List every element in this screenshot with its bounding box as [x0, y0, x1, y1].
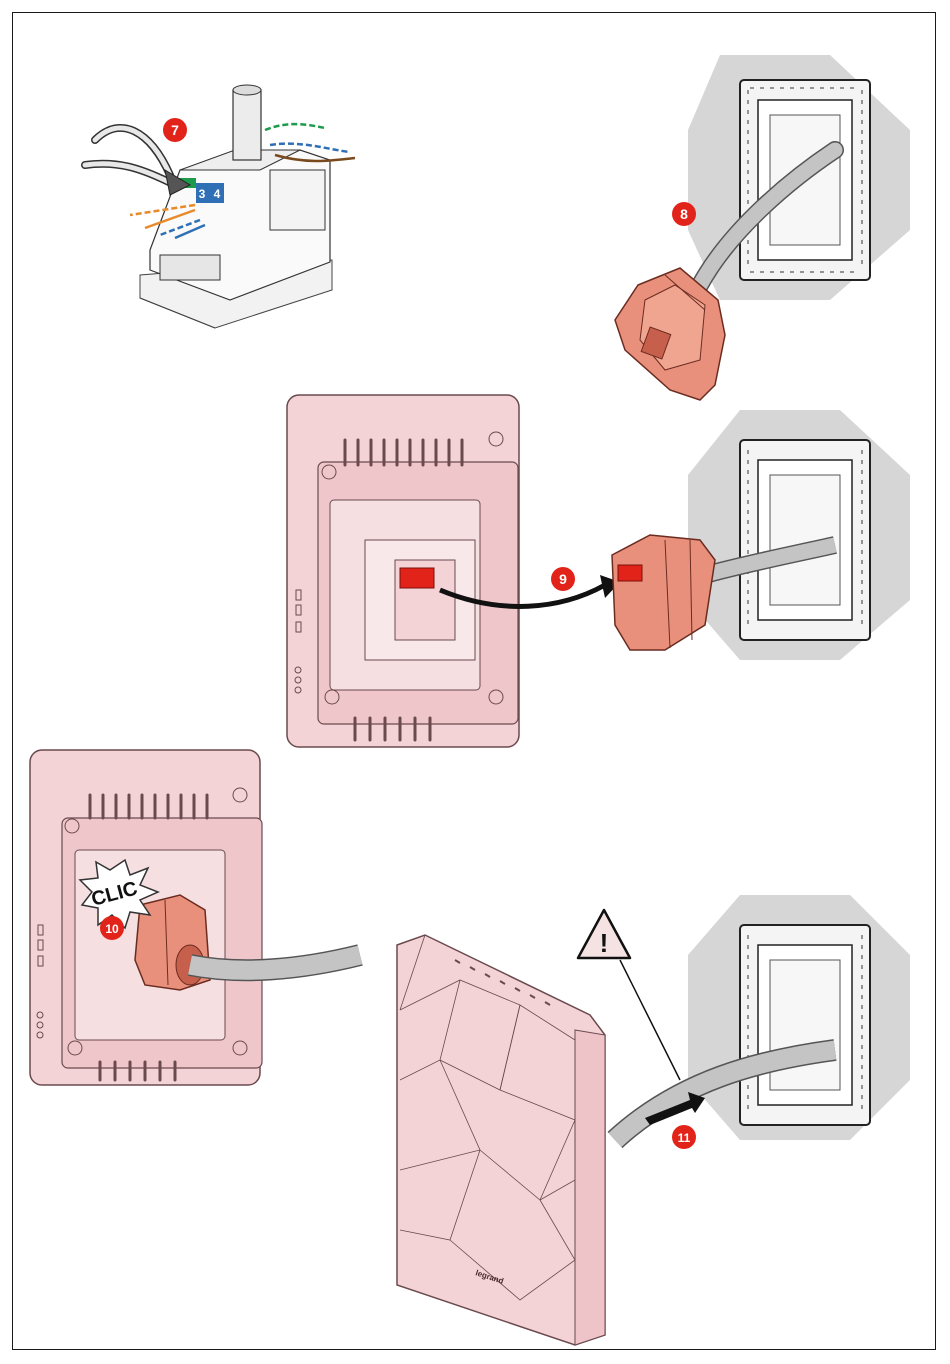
- step-10-number: 10: [105, 922, 119, 936]
- step-11-cover-illustration: [397, 895, 910, 1345]
- step-11-number: 11: [678, 1131, 691, 1145]
- step-8-wall-box-illustration: [615, 55, 910, 400]
- step-9-number: 9: [559, 571, 567, 587]
- terminal-label-4: 4: [214, 187, 221, 201]
- step-10-clip-illustration: [30, 750, 360, 1085]
- step-9-housing-illustration: [287, 395, 910, 747]
- terminal-label-3: 3: [199, 187, 206, 201]
- step-7-number: 7: [171, 122, 179, 138]
- step-8-number: 8: [680, 206, 688, 222]
- warning-symbol: !: [600, 928, 609, 958]
- step-7-wiring-illustration: [85, 85, 355, 328]
